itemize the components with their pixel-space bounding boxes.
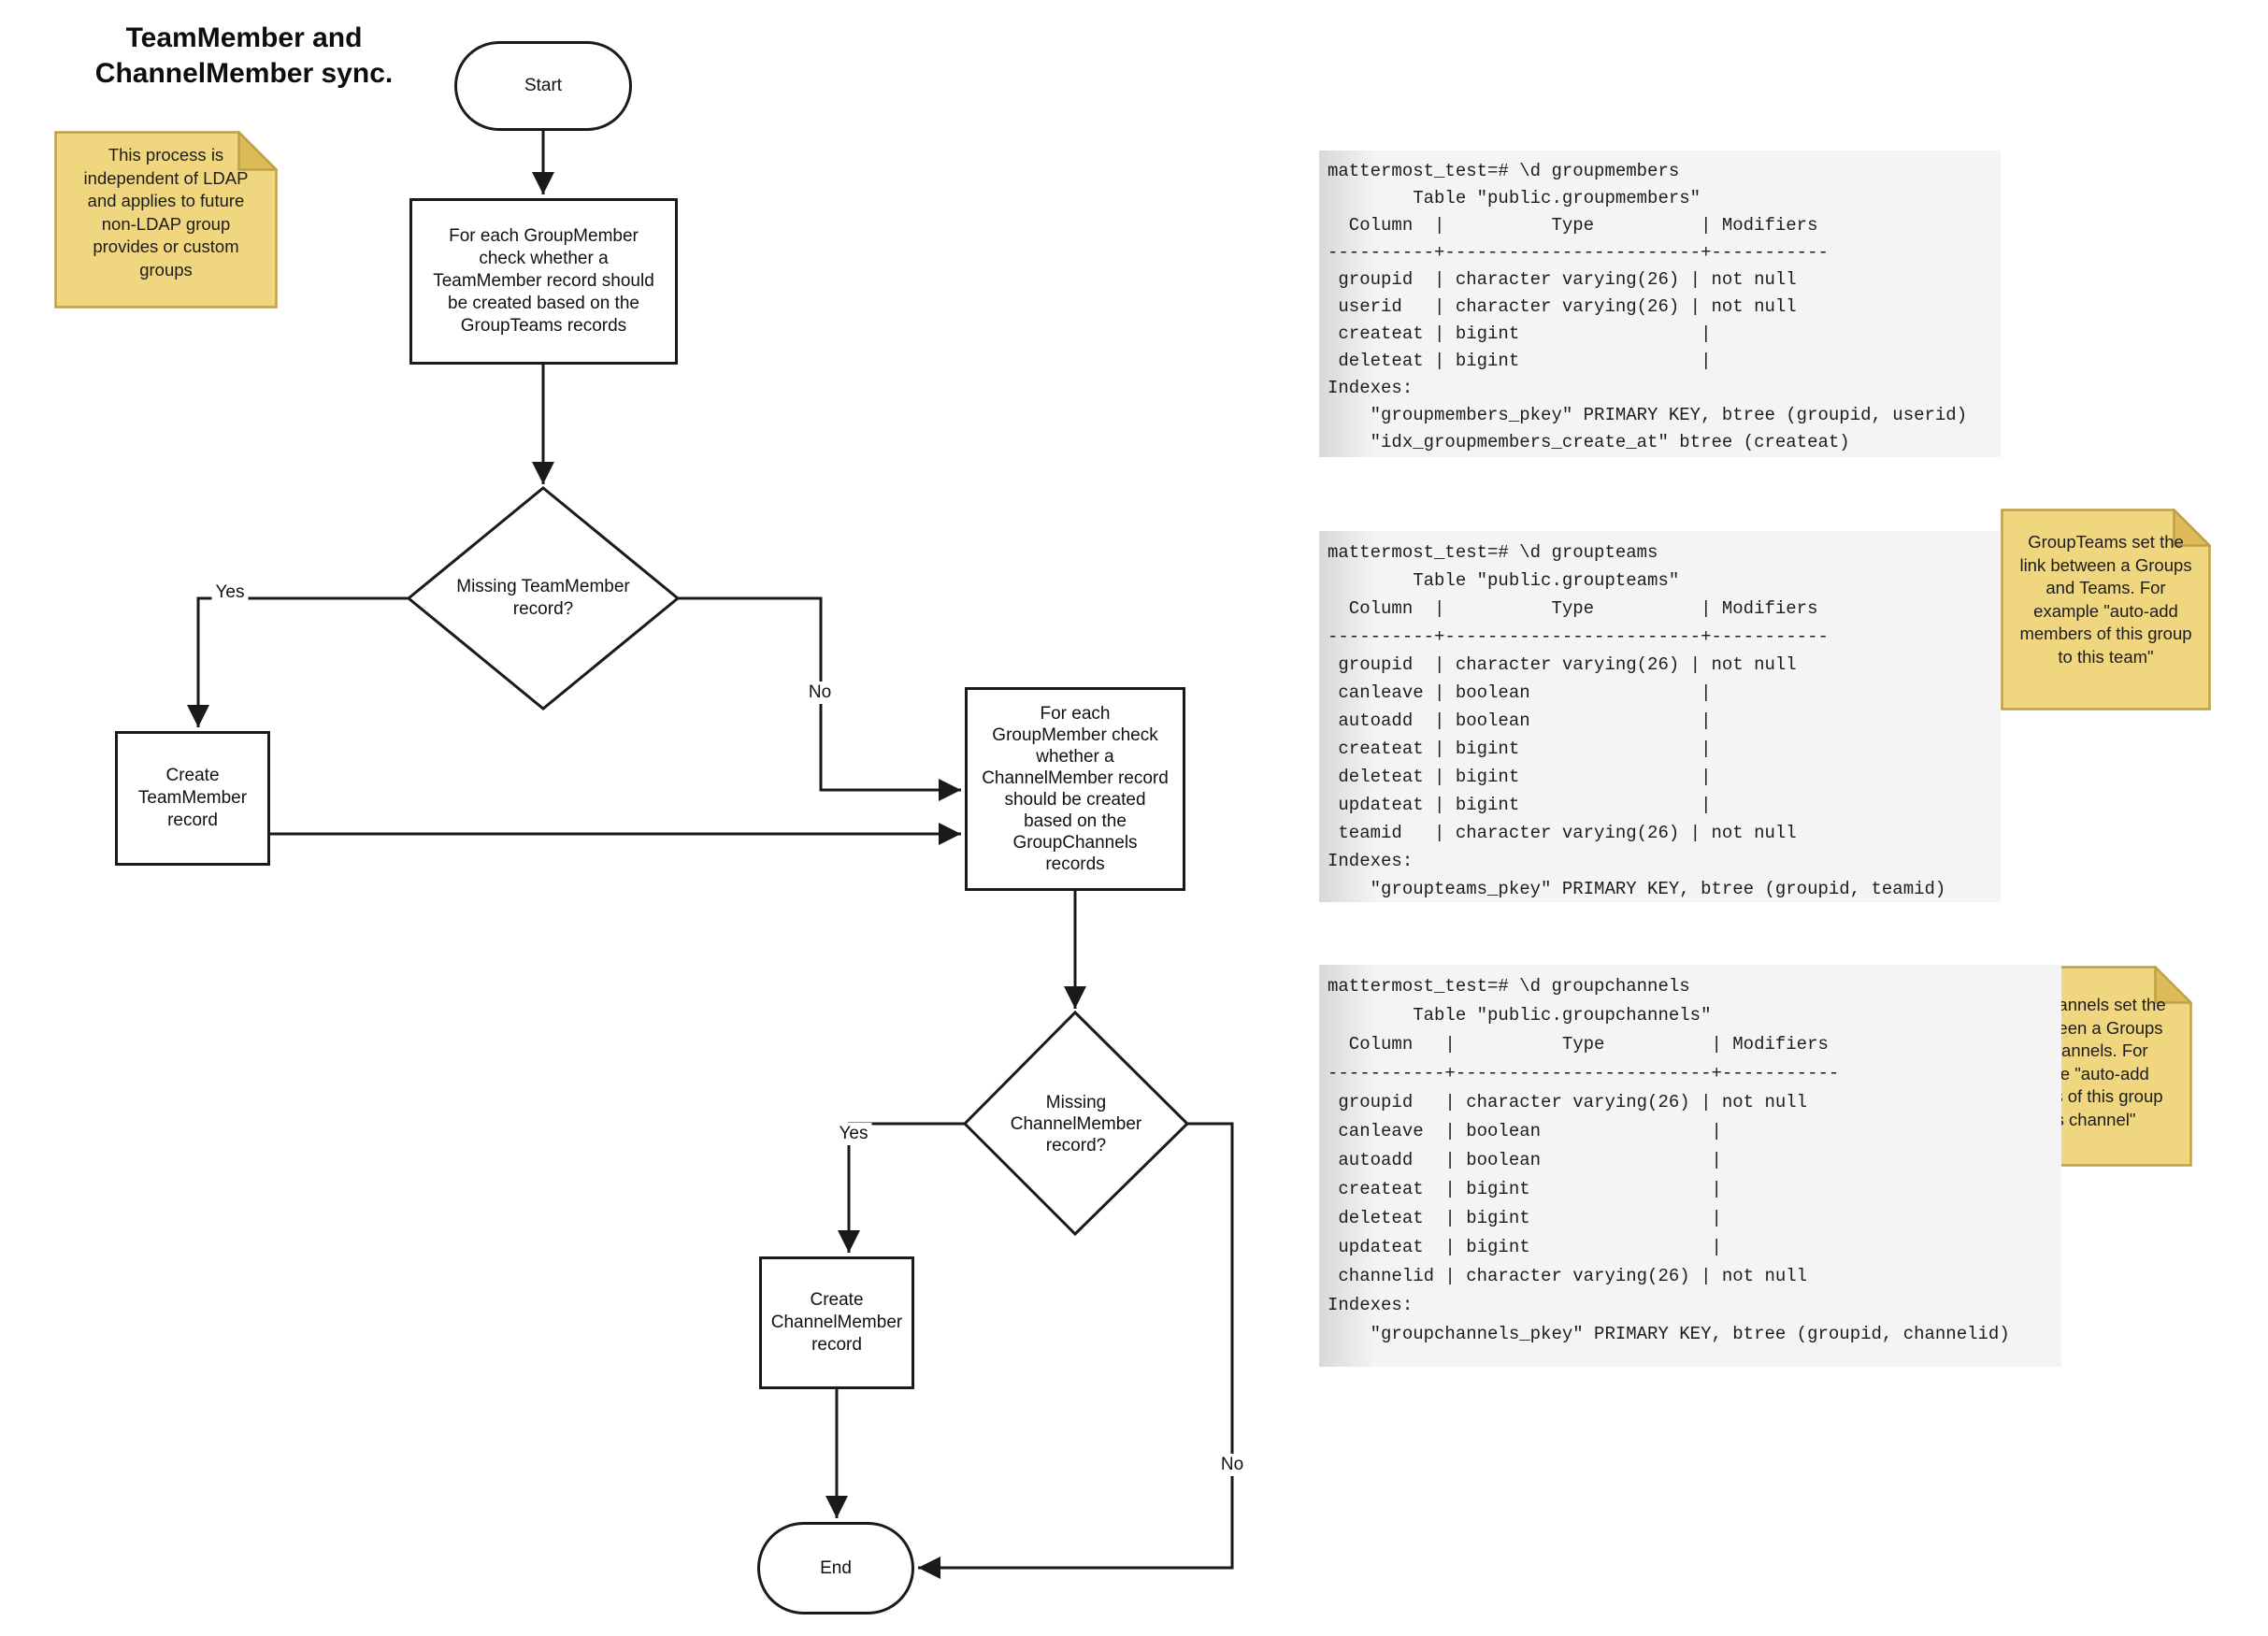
sticky-note-ldap-text: This process is independent of LDAP and … — [83, 145, 249, 280]
connector-no-to-end — [918, 1122, 1234, 1579]
sticky-note-groupteams-text: GroupTeams set the link between a Groups… — [2019, 532, 2192, 667]
decision-missing-channelmember-shape — [962, 1010, 1190, 1237]
terminal-groupteams-text: mattermost_test=# \d groupteams Table "p… — [1328, 542, 1946, 899]
edge-label-no-teammember: No — [804, 682, 836, 704]
diagram-title: TeamMember and ChannelMember sync. — [94, 22, 394, 89]
edge-label-yes-teammember: Yes — [211, 581, 249, 604]
terminal-groupteams: mattermost_test=# \d groupteams Table "p… — [1319, 531, 2001, 902]
edge-label-yes-channelmember: Yes — [835, 1123, 872, 1145]
terminal-groupmembers: mattermost_test=# \d groupmembers Table … — [1319, 151, 2001, 457]
decision-missing-teammember-label: Missing TeamMember record? — [456, 577, 630, 619]
sticky-note-groupteams: GroupTeams set the link between a Groups… — [2001, 509, 2211, 710]
process-check-teammember: For each GroupMember check whether a Tea… — [409, 198, 678, 365]
sticky-note-icon — [2001, 509, 2211, 710]
connector-yes-to-create-teammember — [187, 596, 409, 727]
terminal-groupchannels-text: mattermost_test=# \d groupchannels Table… — [1328, 976, 2010, 1344]
process-check-channelmember: For each GroupMember check whether a Cha… — [965, 687, 1185, 891]
process-create-channelmember: Create ChannelMember record — [759, 1256, 914, 1389]
sticky-note-ldap: This process is independent of LDAP and … — [54, 131, 278, 309]
terminal-groupchannels: mattermost_test=# \d groupchannels Table… — [1319, 965, 2061, 1367]
terminal-groupmembers-text: mattermost_test=# \d groupmembers Table … — [1328, 161, 1968, 452]
process-create-teammember: Create TeamMember record — [115, 731, 270, 866]
start-node: Start — [454, 41, 632, 131]
end-node: End — [757, 1522, 914, 1614]
decision-missing-channelmember-label: Missing ChannelMember record? — [1010, 1092, 1142, 1155]
decision-missing-teammember-shape — [406, 486, 681, 710]
sticky-note-icon — [54, 131, 278, 309]
edge-label-no-channelmember: No — [1216, 1454, 1248, 1476]
